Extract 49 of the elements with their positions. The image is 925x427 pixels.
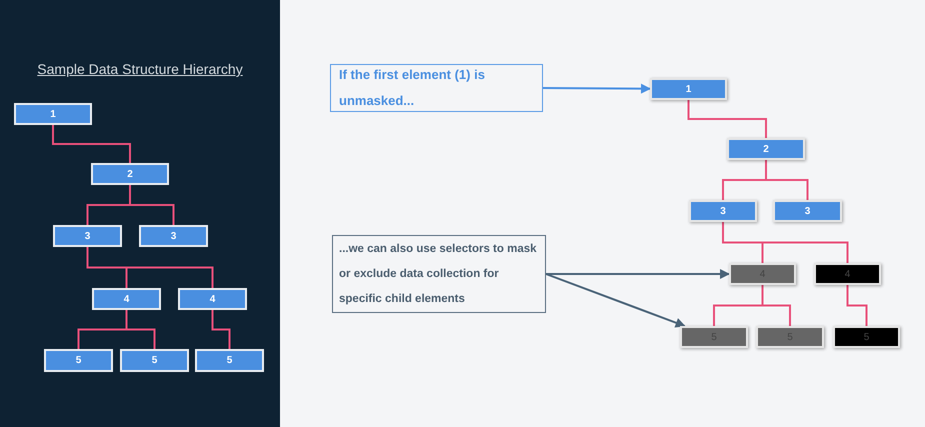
hierarchy-node: [91, 163, 169, 185]
hierarchy-node: [727, 138, 805, 160]
hierarchy-node: [756, 326, 824, 348]
hierarchy-node: [92, 288, 161, 310]
node-text: ...we can also use selectors to mask or exclude data collection for specific child elements: [339, 242, 538, 306]
node-text: 3: [170, 230, 176, 242]
node-text: 2: [763, 144, 769, 154]
hierarchy-node: [650, 78, 727, 100]
connector-line: [688, 100, 767, 138]
connector-line: [212, 310, 230, 349]
connector-line: [846, 285, 868, 326]
node-text: 2: [127, 168, 133, 180]
node-text: 4: [844, 268, 850, 280]
hierarchy-node: [195, 349, 264, 372]
hierarchy-node: [729, 263, 796, 285]
hierarchy-node: [814, 263, 881, 285]
callout-box: [332, 235, 546, 313]
hierarchy-node: [773, 200, 842, 222]
connector-line: [52, 125, 131, 163]
hierarchy-node: [14, 103, 92, 125]
hierarchy-node: [680, 326, 748, 348]
node-text: 5: [76, 355, 82, 366]
hierarchy-node: [120, 349, 189, 372]
node-text: 3: [720, 206, 726, 216]
hierarchy-node: [178, 288, 247, 310]
hierarchy-node: [53, 225, 122, 247]
node-text: 1: [686, 84, 692, 94]
node-text: 5: [864, 332, 870, 342]
hierarchy-node: [139, 225, 208, 247]
node-text: 4: [210, 294, 216, 304]
node-text: If the first element (1) is unmasked...: [339, 66, 486, 110]
connector-line: [129, 185, 174, 225]
hierarchy-node: [44, 349, 113, 372]
hierarchy-node: [689, 200, 757, 222]
connector-line: [126, 310, 156, 349]
arrow: [543, 84, 651, 94]
arrow: [546, 269, 730, 279]
node-text: 3: [804, 206, 810, 216]
diagram-title: Sample Data Structure Hierarchy: [36, 61, 244, 77]
callout-box: [330, 64, 543, 112]
connector-line: [86, 247, 214, 288]
connector-line: [765, 160, 808, 200]
arrow: [546, 273, 686, 328]
node-text: 1: [50, 108, 56, 120]
node-text: 4: [124, 294, 130, 304]
hierarchy-node: [833, 326, 900, 348]
node-text: 5: [226, 355, 232, 366]
node-text: 3: [84, 230, 90, 242]
node-text: 5: [152, 355, 158, 366]
